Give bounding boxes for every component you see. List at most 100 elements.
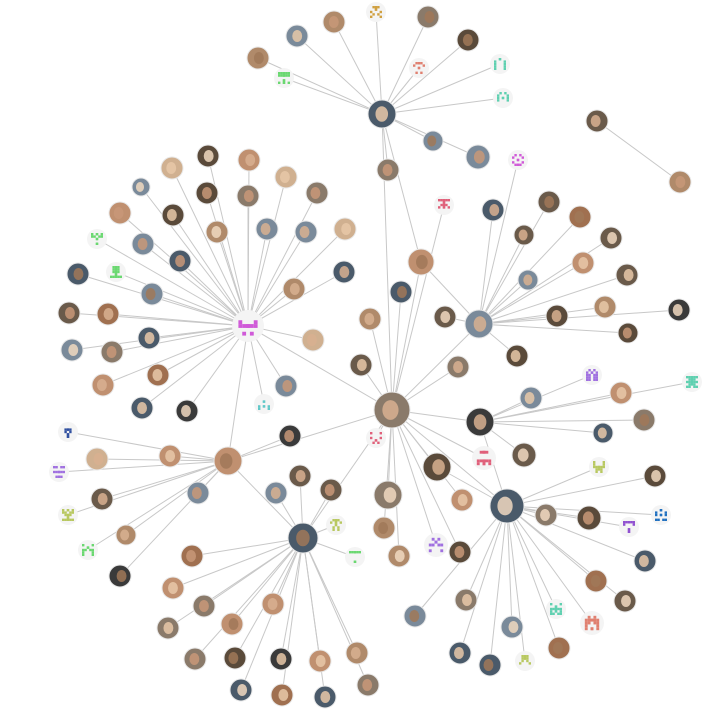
identicon-avatar[interactable]: [345, 547, 365, 567]
identicon-avatar[interactable]: [78, 540, 98, 560]
user-avatar[interactable]: [156, 616, 180, 640]
user-avatar[interactable]: [115, 524, 137, 546]
user-avatar[interactable]: [100, 340, 124, 364]
user-avatar[interactable]: [96, 302, 120, 326]
identicon-avatar[interactable]: [472, 446, 496, 470]
user-avatar[interactable]: [294, 220, 318, 244]
user-avatar[interactable]: [633, 549, 657, 573]
user-avatar[interactable]: [448, 641, 472, 665]
user-avatar[interactable]: [313, 685, 337, 709]
user-avatar[interactable]: [168, 249, 192, 273]
user-avatar[interactable]: [108, 201, 132, 225]
user-avatar[interactable]: [416, 5, 440, 29]
user-avatar[interactable]: [349, 353, 373, 377]
user-avatar[interactable]: [585, 109, 609, 133]
user-avatar[interactable]: [255, 217, 279, 241]
user-avatar[interactable]: [158, 444, 182, 468]
identicon-avatar[interactable]: [106, 262, 126, 282]
user-avatar[interactable]: [319, 478, 343, 502]
user-avatar[interactable]: [85, 447, 109, 471]
user-avatar[interactable]: [593, 295, 617, 319]
user-avatar[interactable]: [545, 304, 569, 328]
user-avatar[interactable]: [140, 282, 164, 306]
user-avatar[interactable]: [372, 516, 396, 540]
user-avatar[interactable]: [130, 396, 154, 420]
identicon-avatar[interactable]: [682, 372, 702, 392]
user-avatar[interactable]: [500, 615, 524, 639]
user-avatar[interactable]: [433, 305, 457, 329]
identicon-avatar[interactable]: [232, 310, 264, 342]
identicon-avatar[interactable]: [490, 54, 510, 74]
user-avatar[interactable]: [448, 540, 472, 564]
user-avatar[interactable]: [246, 46, 270, 70]
user-avatar[interactable]: [389, 280, 413, 304]
user-avatar[interactable]: [465, 407, 495, 437]
user-avatar[interactable]: [376, 158, 400, 182]
user-avatar[interactable]: [333, 217, 357, 241]
user-avatar[interactable]: [373, 480, 403, 510]
user-avatar[interactable]: [407, 248, 435, 276]
user-avatar[interactable]: [196, 144, 220, 168]
user-avatar[interactable]: [137, 326, 161, 350]
user-avatar[interactable]: [599, 226, 623, 250]
user-avatar[interactable]: [668, 170, 692, 194]
user-avatar[interactable]: [192, 594, 216, 618]
user-avatar[interactable]: [66, 262, 90, 286]
user-avatar[interactable]: [160, 156, 184, 180]
identicon-avatar[interactable]: [651, 505, 671, 525]
identicon-avatar[interactable]: [49, 462, 69, 482]
user-avatar[interactable]: [237, 148, 261, 172]
identicon-avatar[interactable]: [508, 150, 528, 170]
user-avatar[interactable]: [643, 464, 667, 488]
identicon-avatar[interactable]: [589, 457, 609, 477]
identicon-avatar[interactable]: [619, 517, 639, 537]
user-avatar[interactable]: [584, 569, 608, 593]
user-avatar[interactable]: [465, 144, 491, 170]
user-avatar[interactable]: [220, 612, 244, 636]
user-avatar[interactable]: [511, 442, 537, 468]
user-avatar[interactable]: [571, 251, 595, 275]
user-avatar[interactable]: [131, 177, 151, 197]
identicon-avatar[interactable]: [326, 515, 346, 535]
user-avatar[interactable]: [183, 647, 207, 671]
user-avatar[interactable]: [613, 589, 637, 613]
user-avatar[interactable]: [478, 653, 502, 677]
identicon-avatar[interactable]: [274, 68, 294, 88]
user-avatar[interactable]: [519, 386, 543, 410]
user-avatar[interactable]: [464, 309, 494, 339]
user-avatar[interactable]: [632, 408, 656, 432]
user-avatar[interactable]: [454, 588, 478, 612]
user-avatar[interactable]: [91, 373, 115, 397]
user-avatar[interactable]: [308, 649, 332, 673]
user-avatar[interactable]: [223, 646, 247, 670]
user-avatar[interactable]: [274, 165, 298, 189]
identicon-avatar[interactable]: [366, 2, 386, 22]
user-avatar[interactable]: [108, 564, 132, 588]
user-avatar[interactable]: [345, 641, 369, 665]
user-avatar[interactable]: [278, 424, 302, 448]
user-avatar[interactable]: [422, 452, 452, 482]
user-avatar[interactable]: [322, 10, 346, 34]
identicon-avatar[interactable]: [493, 88, 513, 108]
user-avatar[interactable]: [456, 28, 480, 52]
user-avatar[interactable]: [576, 505, 602, 531]
user-avatar[interactable]: [422, 130, 444, 152]
user-avatar[interactable]: [287, 522, 319, 554]
user-avatar[interactable]: [615, 263, 639, 287]
user-avatar[interactable]: [305, 181, 329, 205]
identicon-avatar[interactable]: [58, 505, 78, 525]
user-avatar[interactable]: [264, 481, 288, 505]
user-avatar[interactable]: [367, 99, 397, 129]
identicon-avatar[interactable]: [366, 428, 386, 448]
identicon-avatar[interactable]: [58, 422, 78, 442]
user-avatar[interactable]: [537, 190, 561, 214]
user-avatar[interactable]: [505, 344, 529, 368]
user-avatar[interactable]: [446, 355, 470, 379]
user-avatar[interactable]: [403, 604, 427, 628]
user-avatar[interactable]: [568, 205, 592, 229]
user-avatar[interactable]: [513, 224, 535, 246]
user-avatar[interactable]: [261, 592, 285, 616]
user-avatar[interactable]: [186, 481, 210, 505]
user-avatar[interactable]: [301, 328, 325, 352]
user-avatar[interactable]: [288, 464, 312, 488]
